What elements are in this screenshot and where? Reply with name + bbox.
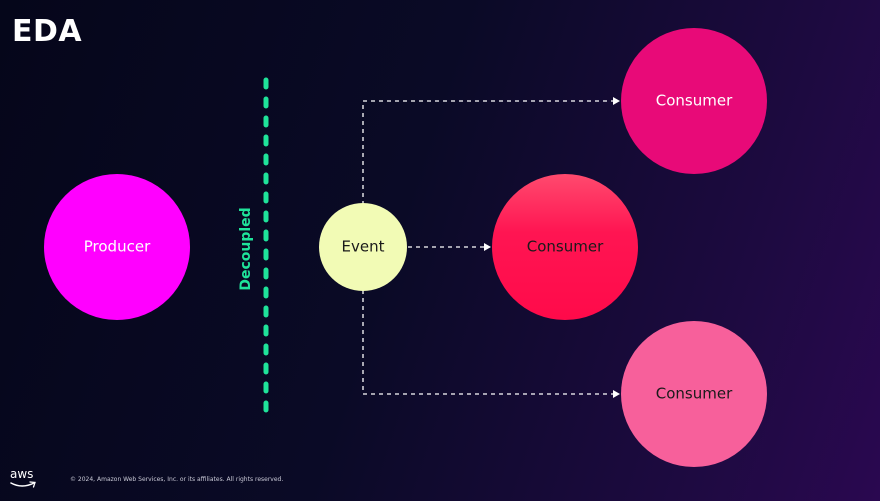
- consumer-bottom-label: Consumer: [656, 385, 733, 403]
- aws-logo: aws: [10, 467, 40, 495]
- consumer-middle-circle: [492, 174, 638, 320]
- copyright-text: © 2024, Amazon Web Services, Inc. or its…: [70, 476, 284, 483]
- consumer-bottom-node: Consumer: [621, 321, 767, 467]
- consumer-top-label: Consumer: [656, 92, 733, 110]
- consumer-middle-node: Consumer: [492, 174, 638, 320]
- footer: aws © 2024, Amazon Web Services, Inc. or…: [0, 465, 880, 501]
- decoupled-label: Decoupled: [238, 207, 254, 290]
- producer-label: Producer: [84, 238, 151, 256]
- producer-circle: [44, 174, 190, 320]
- event-circle: [319, 203, 407, 291]
- connector-event-to-consumer-bottom: [362, 290, 620, 398]
- consumer-middle-label: Consumer: [527, 238, 604, 256]
- event-label: Event: [342, 238, 385, 256]
- consumer-top-node: Consumer: [621, 28, 767, 174]
- consumer-bottom-circle: [621, 321, 767, 467]
- consumer-top-circle: [621, 28, 767, 174]
- aws-logo-text: aws: [10, 467, 34, 481]
- aws-smile-icon: [10, 481, 36, 488]
- producer-node: Producer: [44, 174, 190, 320]
- event-node: Event: [319, 203, 407, 291]
- connector-event-to-consumer-top: [362, 97, 620, 205]
- slide-title: EDA: [12, 14, 83, 49]
